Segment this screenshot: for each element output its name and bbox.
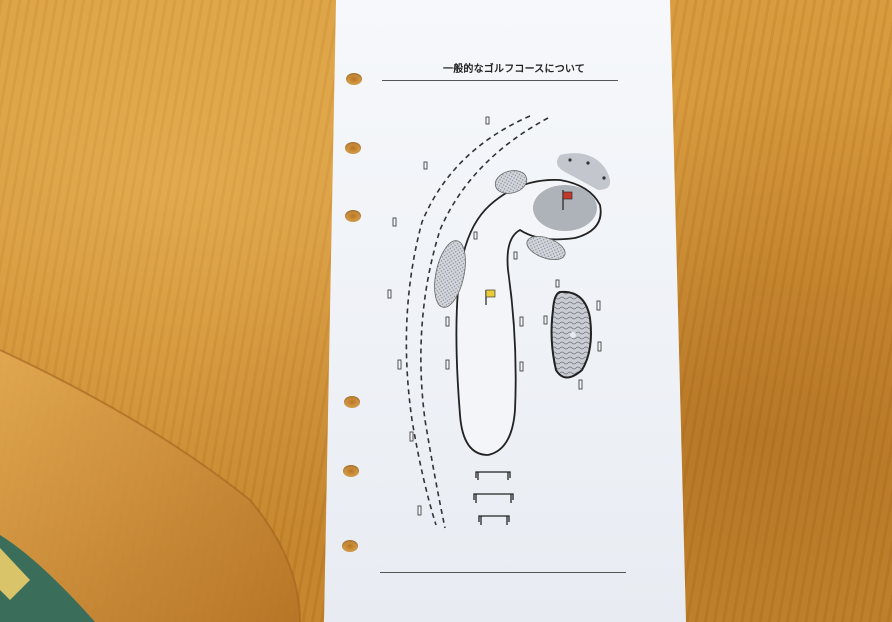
bunker-left-top	[494, 170, 528, 194]
out-of-bounds-line	[420, 117, 549, 529]
tee-box-1	[475, 471, 511, 480]
tee-flag-icon	[485, 289, 496, 305]
punch-hole-6	[342, 540, 358, 552]
bunker-right-green	[526, 235, 566, 261]
bunker-fairway-left	[434, 240, 466, 308]
punch-hole-2	[345, 142, 361, 154]
green-flag-icon	[562, 190, 573, 210]
punch-hole-5	[343, 465, 359, 477]
punch-hole-1	[346, 73, 362, 85]
tee-box-3	[478, 515, 510, 525]
title-underline	[382, 80, 618, 81]
putting-green	[533, 185, 597, 231]
punch-hole-4	[344, 396, 360, 408]
page-title: 一般的なゴルフコースについて	[443, 64, 585, 75]
tee-box-2	[473, 493, 514, 503]
green-side-area	[556, 153, 611, 190]
tree-markers	[387, 116, 602, 516]
bottom-rule	[380, 572, 626, 573]
punch-hole-3	[345, 210, 361, 222]
